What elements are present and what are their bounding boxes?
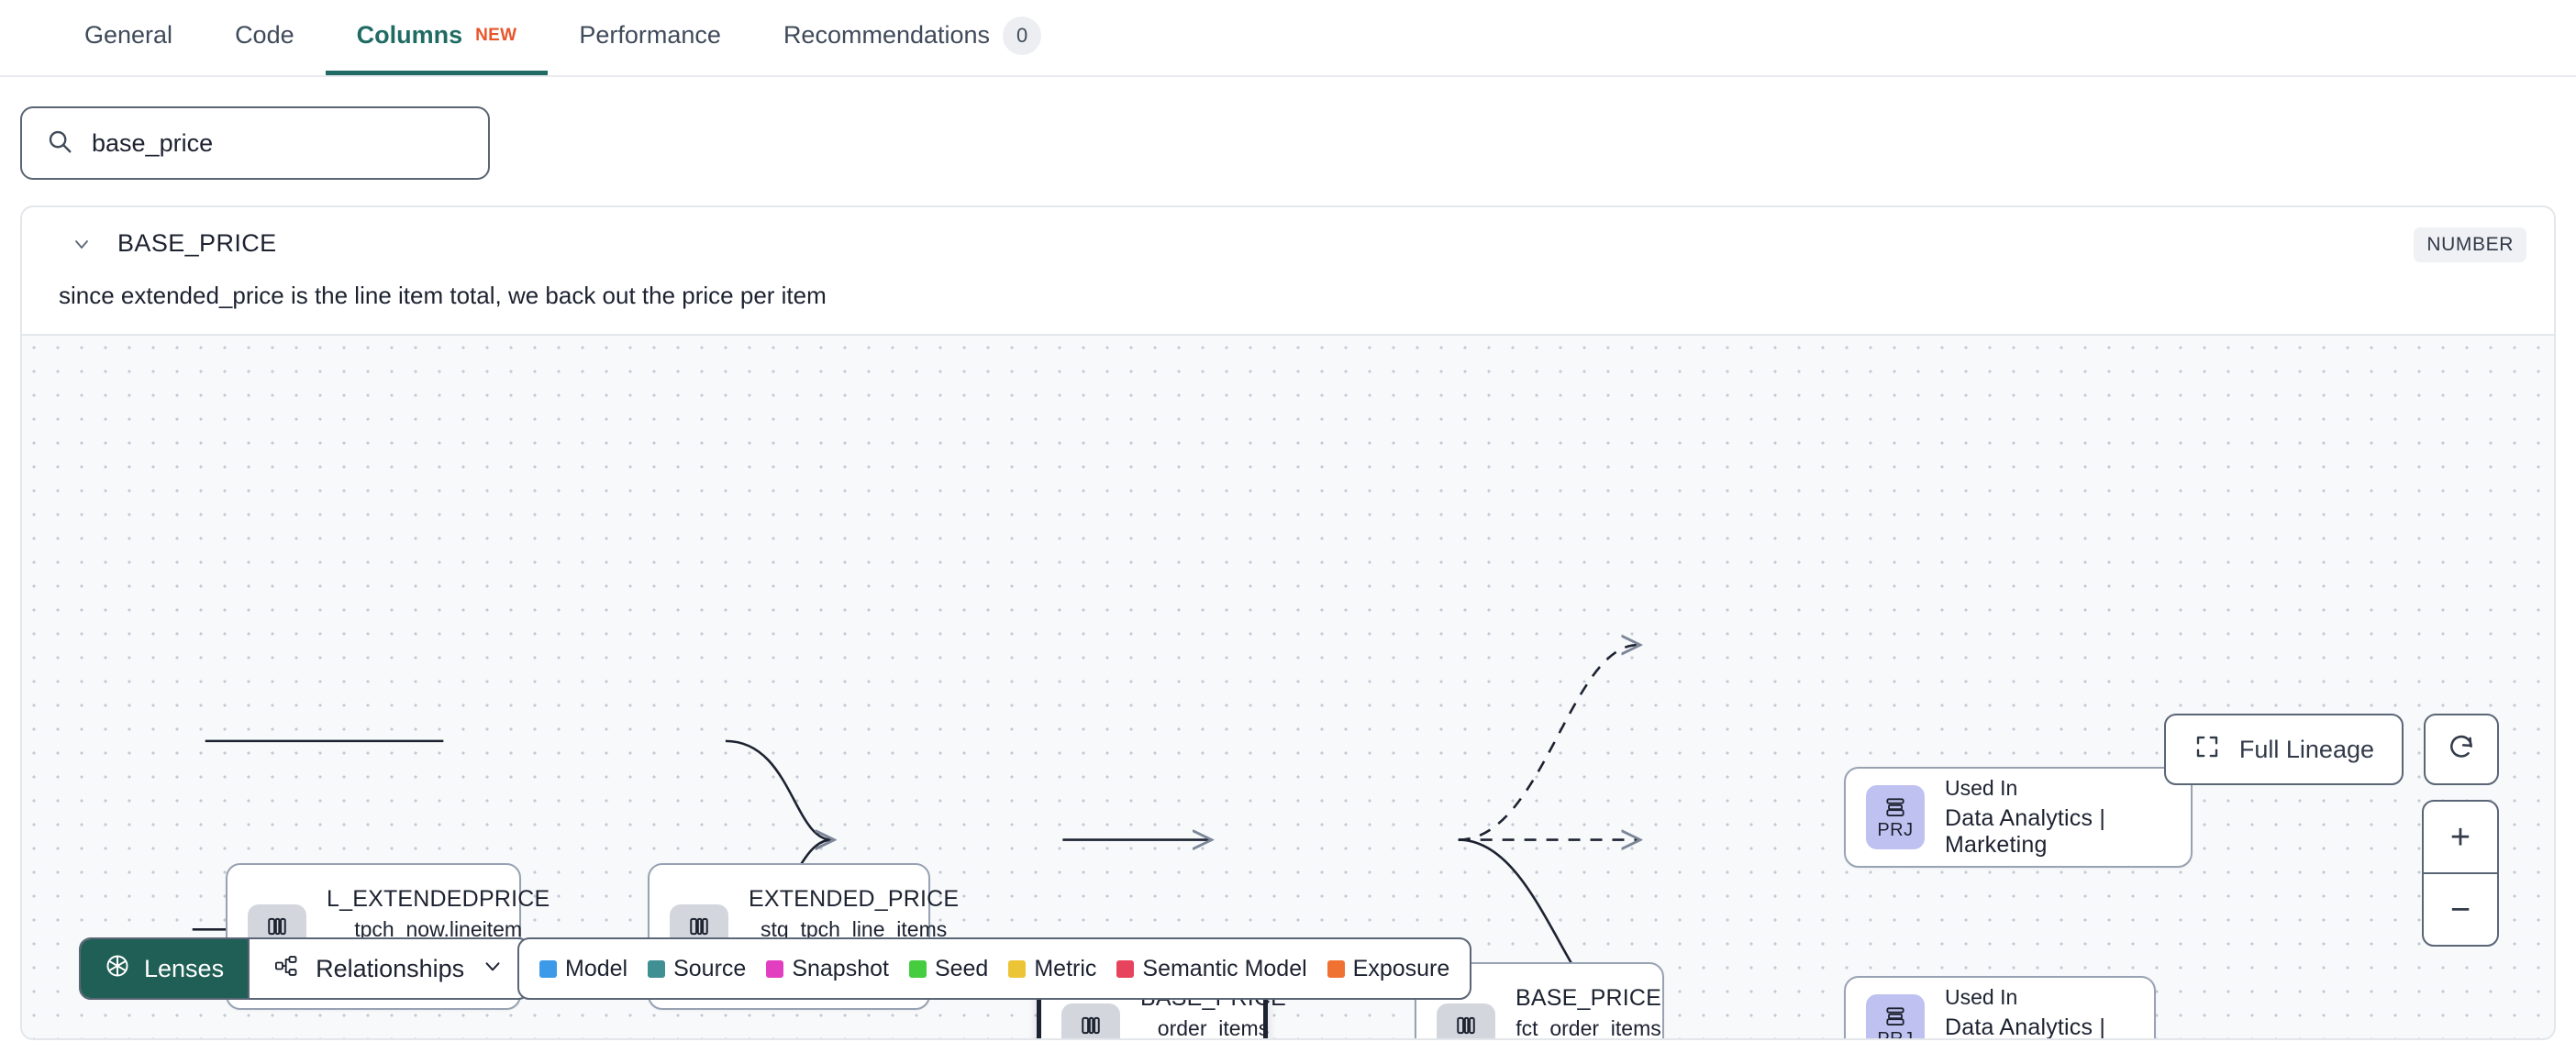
search-section — [0, 77, 2576, 180]
tab-performance[interactable]: Performance — [548, 0, 752, 75]
legend-swatch — [539, 959, 557, 978]
lenses-label: Lenses — [144, 954, 225, 982]
lineage-canvas[interactable]: COL L_EXTENDEDPRICE tpch_now.lineitem SO… — [22, 334, 2554, 1040]
legend-swatch — [648, 959, 666, 978]
tab-recommendations[interactable]: Recommendations 0 — [752, 0, 1072, 75]
legend-label: Source — [673, 955, 747, 981]
legend-item-source: Source — [648, 956, 746, 982]
lineage-legend: Model Source Snapshot Seed Metric Semant… — [517, 937, 1472, 1000]
chevron-down-icon — [481, 954, 505, 984]
legend-label: Semantic Model — [1142, 955, 1307, 981]
prj-kind-label: PRJ — [1877, 820, 1914, 840]
legend-item-metric: Metric — [1008, 956, 1096, 982]
col-kind-icon: COL — [1061, 1003, 1120, 1038]
node-subtitle: order_items — [1157, 1016, 1270, 1040]
relationships-label: Relationships — [316, 954, 465, 982]
node-title: Used In — [1945, 985, 2018, 1009]
tab-label: Recommendations — [783, 21, 991, 49]
edge-ext-to-base — [725, 739, 832, 840]
legend-label: Model — [565, 955, 628, 981]
search-icon — [46, 127, 73, 160]
node-name: BASE_PRICE — [1516, 985, 1662, 1011]
tab-label: Code — [235, 21, 294, 49]
legend-label: Exposure — [1352, 955, 1450, 981]
legend-swatch — [766, 959, 784, 978]
full-lineage-label: Full Lineage — [2238, 735, 2374, 763]
node-subtitle: tpch_now.lineitem — [354, 917, 523, 941]
legend-item-semantic-model: Semantic Model — [1116, 955, 1307, 982]
refresh-icon — [2447, 733, 2476, 767]
new-badge: NEW — [475, 25, 517, 45]
tab-label: Columns — [356, 21, 463, 49]
legend-item-exposure: Exposure — [1327, 955, 1450, 982]
node-name: L_EXTENDEDPRICE — [327, 886, 550, 912]
legend-item-seed: Seed — [908, 955, 989, 982]
page-title: BASE_PRICE — [117, 229, 277, 257]
column-type-badge: NUMBER — [2414, 227, 2526, 262]
tab-label: Performance — [579, 21, 721, 49]
tab-columns[interactable]: Columns NEW — [325, 0, 549, 75]
zoom-controls[interactable]: + − — [2422, 800, 2499, 947]
legend-label: Metric — [1034, 955, 1097, 981]
chevron-down-icon[interactable] — [70, 232, 94, 256]
recommendations-count-badge: 0 — [1003, 16, 1042, 55]
column-description: since extended_price is the line item to… — [59, 282, 827, 309]
prj-kind-label: PRJ — [1877, 1029, 1914, 1040]
lineage-node-prj-marketing[interactable]: PRJ Used In Data Analytics | Marketing — [1844, 767, 2193, 868]
search-input[interactable] — [92, 128, 464, 158]
zoom-out-button[interactable]: − — [2449, 890, 2471, 929]
relationships-icon — [273, 953, 299, 985]
zoom-in-button[interactable]: + — [2424, 802, 2497, 874]
node-title: Used In — [1945, 776, 2018, 800]
legend-swatch — [908, 959, 927, 978]
legend-item-model: Model — [539, 956, 627, 982]
node-name: Data Analytics | Sales — [1945, 1014, 2106, 1040]
node-name: Data Analytics | Marketing — [1945, 805, 2106, 858]
aperture-icon — [105, 953, 130, 985]
relationships-dropdown[interactable]: Relationships — [248, 939, 528, 998]
tab-bar: General Code Columns NEW Performance Rec… — [0, 0, 2576, 77]
search-box[interactable] — [20, 106, 490, 180]
tab-label: General — [84, 21, 173, 49]
col-kind-icon: COL — [1437, 1003, 1495, 1038]
node-name: EXTENDED_PRICE — [749, 886, 960, 912]
legend-swatch — [1327, 959, 1345, 978]
legend-swatch — [1116, 959, 1135, 978]
node-subtitle: fct_order_items — [1516, 1016, 1661, 1040]
legend-label: Seed — [934, 955, 989, 981]
lenses-button[interactable]: Lenses — [81, 939, 249, 998]
legend-swatch — [1008, 959, 1027, 978]
tab-general[interactable]: General — [53, 0, 204, 75]
lineage-node-base-price-fct-order-items[interactable]: COL BASE_PRICE fct_order_items MODEL — [1415, 962, 1664, 1040]
tab-code[interactable]: Code — [204, 0, 326, 75]
lenses-toolbar: Lenses Relationships — [79, 937, 531, 1000]
column-header: BASE_PRICE NUMBER — [22, 207, 2554, 262]
prj-kind-icon: PRJ — [1866, 785, 1925, 849]
legend-label: Snapshot — [792, 955, 889, 981]
lineage-node-prj-sales[interactable]: PRJ Used In Data Analytics | Sales — [1844, 976, 2156, 1040]
edge-fct-to-prj-marketing — [1458, 645, 1638, 841]
prj-kind-icon: PRJ — [1866, 994, 1925, 1040]
legend-item-snapshot: Snapshot — [766, 956, 889, 982]
full-lineage-button[interactable]: Full Lineage — [2163, 714, 2404, 785]
column-detail-panel: BASE_PRICE NUMBER since extended_price i… — [20, 205, 2556, 1040]
node-subtitle: stg_tpch_line_items — [760, 917, 948, 941]
refresh-button[interactable] — [2424, 714, 2499, 785]
expand-icon — [2193, 733, 2221, 767]
